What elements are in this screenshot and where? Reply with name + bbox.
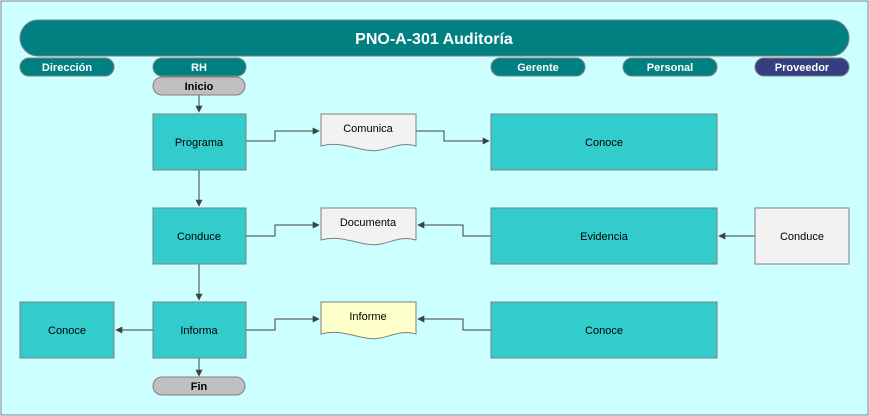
lane-label-proveedor: Proveedor (775, 62, 830, 74)
lane-label-direccion: Dirección (42, 62, 92, 74)
document-documenta-label: Documenta (340, 217, 397, 229)
edge-gerente-informe (417, 315, 491, 331)
process-conduce-proveedor (754, 207, 850, 265)
process-conoce-gerente-top (490, 113, 718, 171)
diagram-title: PNO-A-301 Auditoría (355, 31, 513, 48)
process-programa (152, 113, 247, 171)
edge-programa-comunica (246, 127, 320, 142)
process-evidencia (490, 207, 718, 265)
edge-comunica-conoce (416, 130, 490, 145)
process-programa-label: Programa (175, 137, 224, 149)
lane-header-rh (152, 57, 247, 77)
process-conoce-gerente-bottom-label: Conoce (585, 325, 623, 337)
process-conduce-rh (152, 207, 247, 265)
terminator-fin (152, 376, 246, 396)
terminator-inicio (152, 76, 246, 96)
document-comunica-label: Comunica (343, 123, 393, 135)
process-conduce-proveedor-label: Conduce (780, 231, 824, 243)
lane-header-direccion (19, 57, 115, 77)
edge-conduce-documenta (246, 221, 320, 237)
process-informa-label: Informa (180, 325, 218, 337)
document-documenta (320, 207, 417, 246)
title-bar (19, 19, 850, 57)
edge-informa-informe (246, 315, 320, 331)
process-conoce-direccion (19, 301, 115, 359)
edge-evidencia-documenta (417, 221, 491, 237)
process-evidencia-label: Evidencia (580, 231, 629, 243)
terminator-inicio-label: Inicio (185, 81, 214, 93)
process-conoce-gerente-bottom (490, 301, 718, 359)
lane-header-personal (622, 57, 718, 77)
terminator-fin-label: Fin (191, 381, 208, 393)
lane-header-gerente (490, 57, 586, 77)
lane-label-personal: Personal (647, 62, 693, 74)
lane-label-rh: RH (191, 62, 207, 74)
process-informa (152, 301, 247, 359)
document-informe-label: Informe (349, 311, 386, 323)
process-conduce-rh-label: Conduce (177, 231, 221, 243)
lane-header-proveedor (754, 57, 850, 77)
lane-label-gerente: Gerente (517, 62, 559, 74)
process-conoce-direccion-label: Conoce (48, 325, 86, 337)
document-comunica (320, 113, 417, 152)
document-informe (320, 301, 417, 340)
process-conoce-gerente-top-label: Conoce (585, 137, 623, 149)
